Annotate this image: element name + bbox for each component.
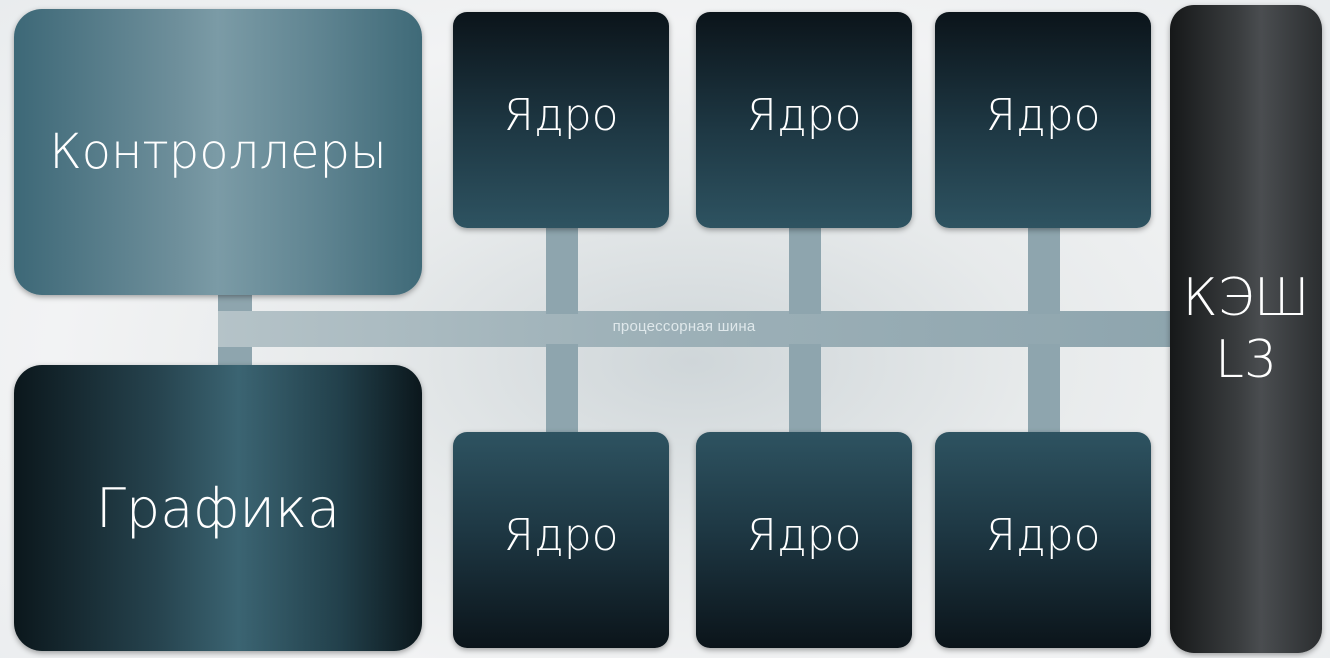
controllers-label: Контроллеры <box>49 124 387 180</box>
graphics-label: Графика <box>95 476 341 540</box>
bus-connector-core-top-3 <box>1028 222 1060 314</box>
core-label: Ядро <box>985 510 1101 561</box>
bus-connector-core-bottom-2 <box>789 344 821 436</box>
core-label: Ядро <box>746 90 862 141</box>
core-label: Ядро <box>503 90 619 141</box>
processor-bus <box>218 311 1178 347</box>
core-bottom-3: Ядро <box>935 432 1151 648</box>
bus-label: процессорная шина <box>612 318 756 335</box>
cache-label-line1: КЭШ <box>1182 268 1310 328</box>
core-bottom-2: Ядро <box>696 432 912 648</box>
core-label: Ядро <box>985 90 1101 141</box>
bus-connector-core-bottom-3 <box>1028 344 1060 436</box>
l3-cache-block: КЭШ L3 <box>1170 5 1322 653</box>
core-label: Ядро <box>503 510 619 561</box>
core-bottom-1: Ядро <box>453 432 669 648</box>
bus-connector-core-top-1 <box>546 222 578 314</box>
graphics-block: Графика <box>14 365 422 651</box>
controllers-block: Контроллеры <box>14 9 422 295</box>
bus-connector-core-bottom-1 <box>546 344 578 436</box>
bus-connector-core-top-2 <box>789 222 821 314</box>
core-top-2: Ядро <box>696 12 912 228</box>
core-top-3: Ядро <box>935 12 1151 228</box>
core-top-1: Ядро <box>453 12 669 228</box>
cache-label-line2: L3 <box>1214 330 1278 390</box>
core-label: Ядро <box>746 510 862 561</box>
